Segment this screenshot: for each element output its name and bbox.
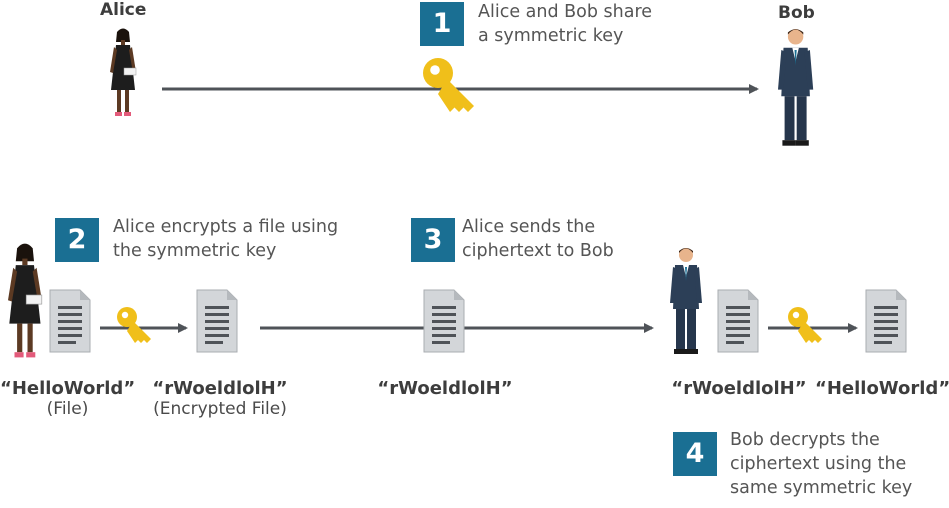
sent-file-document-icon — [423, 289, 465, 353]
alice-label: Alice — [100, 0, 147, 20]
step-3-line-2: ciphertext to Bob — [462, 241, 614, 261]
plain-file-text: “HelloWorld” — [0, 378, 136, 399]
step-2-line-1: Alice encrypts a file using — [113, 217, 339, 237]
step-2-line-2: the symmetric key — [113, 241, 277, 261]
received-file-text: “rWoeldlolH” — [671, 378, 807, 399]
step-4-badge: 4 — [673, 432, 717, 476]
step-3-line-1: Alice sends the — [462, 217, 596, 237]
decrypted-file-caption: “HelloWorld” — [815, 378, 949, 399]
decrypted-file-document-icon — [865, 289, 907, 353]
encrypted-file-caption: “rWoeldlolH” (Encrypted File) — [140, 378, 300, 419]
step-3-badge: 3 — [411, 218, 455, 262]
step-4-line-3: same symmetric key — [730, 478, 913, 498]
bob-figure-top — [778, 29, 814, 146]
step-1-badge: 1 — [420, 2, 464, 46]
sent-file-caption: “rWoeldlolH” — [370, 378, 520, 399]
step-3-text: Alice sends the ciphertext to Bob — [462, 215, 614, 263]
received-file-caption: “rWoeldlolH” — [664, 378, 814, 399]
step-1-line-2: a symmetric key — [478, 26, 624, 46]
encrypted-file-sub: (Encrypted File) — [153, 399, 287, 419]
step-1-text: Alice and Bob share a symmetric key — [478, 0, 652, 48]
bob-label: Bob — [778, 3, 815, 23]
plain-file-caption: “HelloWorld” (File) — [0, 378, 135, 419]
bob-figure-bottom — [670, 248, 702, 354]
shared-key-icon — [423, 58, 474, 112]
encrypted-file-document-icon — [196, 289, 238, 353]
alice-figure-bottom — [7, 242, 43, 359]
decrypt-key-icon — [788, 307, 822, 343]
step-4-text: Bob decrypts the ciphertext using the sa… — [730, 428, 912, 500]
decrypted-file-text: “HelloWorld” — [815, 378, 949, 399]
plain-file-sub: (File) — [46, 399, 89, 419]
step-2-text: Alice encrypts a file using the symmetri… — [113, 215, 338, 263]
received-file-document-icon — [717, 289, 759, 353]
sent-file-text: “rWoeldlolH” — [377, 378, 513, 399]
step-4-line-2: ciphertext using the — [730, 454, 907, 474]
step-4-line-1: Bob decrypts the — [730, 430, 880, 450]
alice-figure-top — [109, 28, 137, 117]
step-1-line-1: Alice and Bob share — [478, 2, 653, 22]
encrypted-file-text: “rWoeldlolH” — [152, 378, 288, 399]
plain-file-document-icon — [49, 289, 91, 353]
encrypt-key-icon — [117, 307, 151, 343]
step-2-badge: 2 — [55, 218, 99, 262]
